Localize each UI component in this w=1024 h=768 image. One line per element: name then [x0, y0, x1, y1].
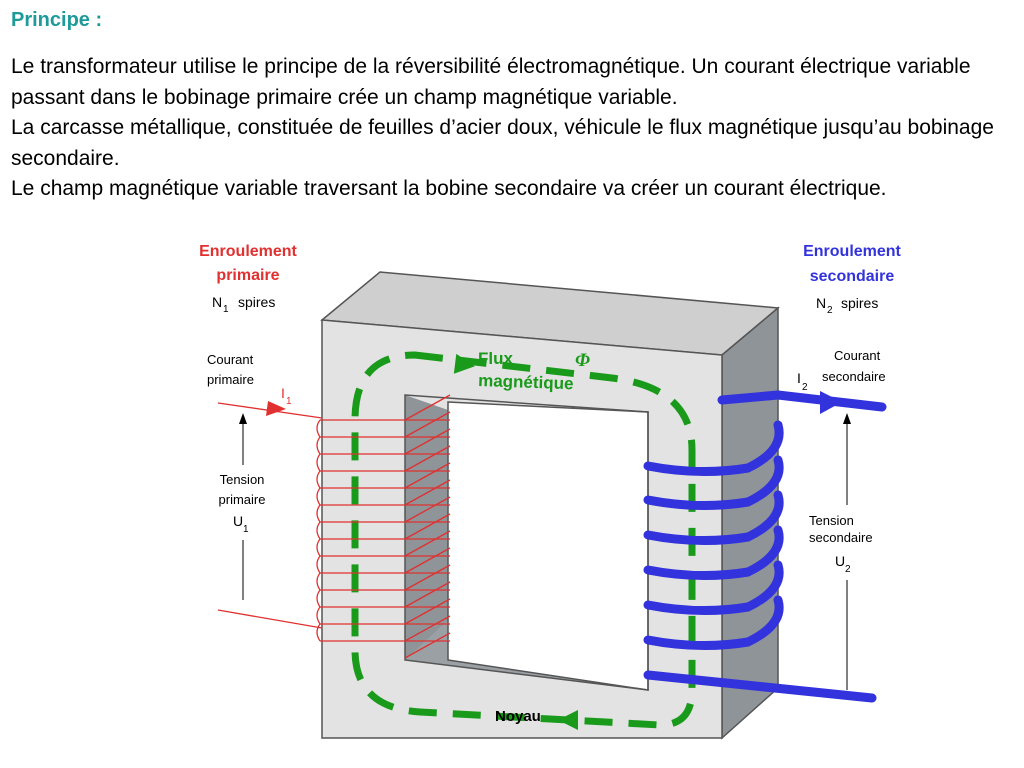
flux-label-1: Flux — [478, 349, 513, 368]
flux-arrow-top — [453, 353, 475, 374]
secondary-current-arrow — [820, 391, 842, 414]
primary-coil — [217, 394, 451, 659]
primary-turns-n: N — [212, 294, 222, 310]
primary-voltage-label-1: Tension — [220, 472, 265, 487]
secondary-voltage-arrowhead — [843, 413, 851, 424]
secondary-winding-title-2: secondaire — [810, 268, 895, 285]
secondary-turns-label: spires — [841, 295, 878, 311]
secondary-current-label-1: Courant — [834, 348, 881, 363]
paragraph-3: Le champ magnétique variable traversant … — [11, 177, 887, 200]
primary-current-arrow — [266, 401, 286, 416]
core-label: Noyau — [495, 708, 541, 725]
flux-label-2: magnétique — [478, 371, 574, 393]
flux-symbol: Φ — [575, 350, 590, 371]
primary-voltage-arrowhead — [239, 413, 247, 424]
primary-current-label-1: Courant — [207, 352, 254, 367]
core-window-outline — [404, 394, 649, 691]
secondary-turns-sub: 2 — [827, 305, 833, 316]
explanation-text: Le transformateur utilise le principe de… — [11, 52, 1011, 205]
primary-winding-title-1: Enroulement — [199, 243, 297, 260]
secondary-current-sub: 2 — [802, 382, 808, 393]
secondary-voltage-sub: 2 — [845, 564, 851, 575]
core-window — [447, 401, 649, 691]
primary-voltage-sub: 1 — [243, 524, 249, 535]
secondary-winding-title-1: Enroulement — [803, 243, 901, 260]
secondary-turns-n: N — [816, 295, 826, 311]
flux-loop — [351, 351, 696, 729]
secondary-current-label-2: secondaire — [822, 369, 886, 384]
paragraph-2: La carcasse métallique, constituée de fe… — [11, 116, 994, 170]
primary-winding-title-2: primaire — [216, 267, 279, 284]
flux-arrow-bottom — [558, 710, 578, 730]
secondary-current-symbol: I — [797, 370, 801, 386]
primary-voltage-label-2: primaire — [219, 492, 266, 507]
secondary-voltage-label-1: Tension — [809, 513, 854, 528]
primary-current-label-2: primaire — [207, 372, 254, 387]
page-title: Principe : — [11, 9, 103, 31]
primary-turns-sub: 1 — [223, 304, 229, 315]
primary-current-symbol: I — [281, 385, 285, 401]
secondary-voltage-label-2: secondaire — [809, 530, 873, 545]
secondary-coil — [643, 390, 887, 703]
primary-voltage-symbol: U — [233, 513, 243, 529]
paragraph-1: Le transformateur utilise le principe de… — [11, 55, 971, 109]
secondary-voltage-symbol: U — [835, 553, 845, 569]
primary-current-sub: 1 — [286, 396, 292, 407]
primary-turns-label: spires — [238, 294, 275, 310]
